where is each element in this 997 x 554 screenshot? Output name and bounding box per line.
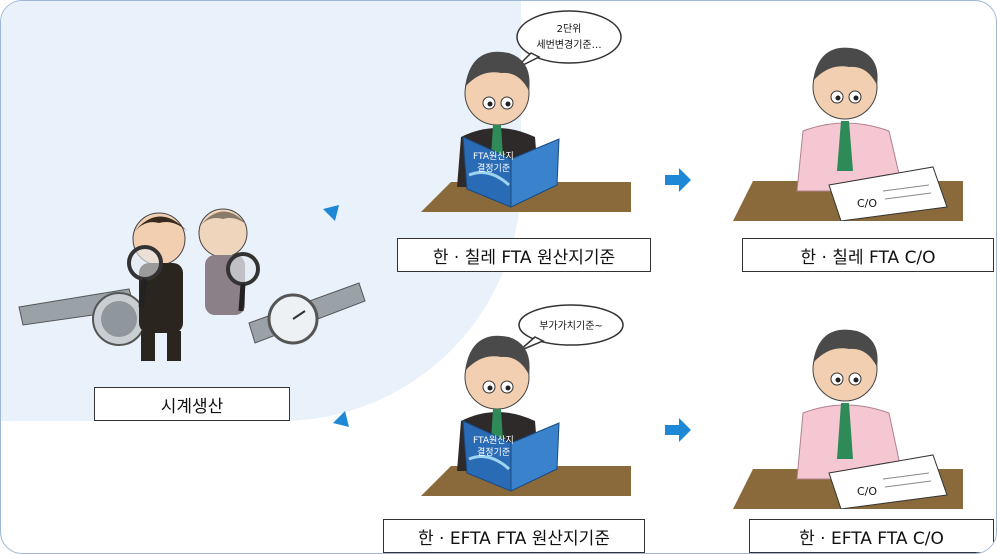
speech-line-2: 세번변경기준… — [536, 38, 601, 51]
man-writing-co-illustration: C/O — [733, 329, 963, 509]
arrow-icon — [325, 403, 349, 427]
book-title-2: 결정기준 — [477, 447, 510, 458]
arrow-icon — [665, 168, 691, 192]
book-title-2: 결정기준 — [477, 163, 510, 174]
watch-inspector-illustration — [18, 208, 366, 361]
co-form-text: C/O — [857, 197, 877, 210]
speech-line-1: 부가가치기준~ — [539, 320, 603, 332]
man-reading-book-illustration: 부가가치기준~ FTA원산지 결정기준 — [421, 304, 631, 496]
man-writing-co-illustration: C/O — [733, 47, 963, 221]
watch-production-label: 시계생산 — [94, 387, 290, 421]
arrow-icon — [665, 418, 691, 442]
korea-chile-rules-label: 한 · 칠레 FTA 원산지기준 — [397, 238, 651, 272]
book-title-1: FTA원산지 — [473, 151, 514, 162]
man-reading-book-illustration: 2단위 세번변경기준… FTA원산지 결정기준 — [421, 10, 631, 212]
co-form-text: C/O — [857, 485, 877, 498]
arrow-icon — [315, 205, 339, 229]
speech-line-1: 2단위 — [557, 22, 582, 35]
book-title-1: FTA원산지 — [473, 435, 514, 446]
korea-efta-rules-label: 한 · EFTA FTA 원산지기준 — [383, 519, 645, 553]
korea-chile-co-label: 한 · 칠레 FTA C/O — [742, 238, 994, 272]
korea-efta-co-label: 한 · EFTA FTA C/O — [749, 519, 994, 553]
